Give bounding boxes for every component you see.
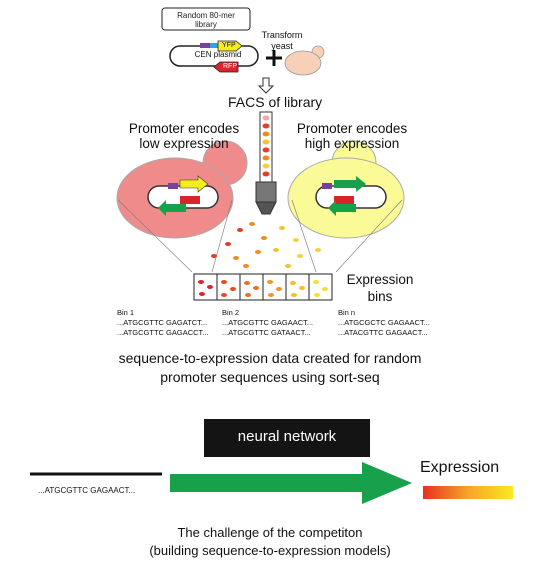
library-label-line2: library <box>195 20 217 29</box>
facs-column <box>255 111 277 215</box>
sort-seq-caption-line1: sequence-to-expression data created for … <box>118 350 422 366</box>
expression-gradient-bar <box>423 486 513 499</box>
sort-seq-caption-line2: promoter sequences using sort-seq <box>160 369 380 385</box>
transform-line1: Transform <box>261 30 303 40</box>
bin-name: Bin n <box>338 308 356 317</box>
expression-bins-line1: Expression <box>346 272 414 287</box>
challenge-line1: The challenge of the competiton <box>177 525 363 540</box>
high-expression-cell <box>287 140 405 239</box>
plus-icon <box>266 50 282 66</box>
rfp-label: RFP <box>223 63 237 70</box>
low-caption-line1: Promoter encodes <box>128 121 240 136</box>
transform-label: Transform yeast <box>252 30 312 52</box>
bin-sequence: ...ATGCGTTC GAGACCT... <box>117 328 209 337</box>
bin-column: Bin n ...ATGCGCTC GAGAACT... ...ATACGTTC… <box>338 308 430 338</box>
expression-output-label: Expression <box>420 459 500 476</box>
library-label-line1: Random 80-mer <box>177 11 235 20</box>
transform-line2: yeast <box>271 41 293 51</box>
sorted-cells-scatter <box>211 222 321 268</box>
facs-label: FACS of library <box>228 94 323 110</box>
plasmid-label: CEN plasmid <box>194 50 242 59</box>
expression-bins-line2: bins <box>367 289 393 304</box>
low-expression-cell <box>116 140 248 239</box>
bin-sequence: ...ATGCGTTC GAGAACT... <box>222 318 314 327</box>
promoter-block-icon <box>200 43 210 48</box>
sort-seq-caption: sequence-to-expression data created for … <box>40 349 500 387</box>
expression-bins-label: Expression bins <box>340 271 420 305</box>
library-label: Random 80-mer library <box>162 11 250 29</box>
low-caption-line2: low expression <box>139 136 229 151</box>
high-caption-line1: Promoter encodes <box>296 121 408 136</box>
low-expression-caption: Promoter encodes low expression <box>104 121 264 151</box>
zoom-lines <box>117 199 403 273</box>
bin-column: Bin 2 ...ATGCGTTC GAGAACT... ...ATGCGTTC… <box>222 308 313 338</box>
high-caption-line2: high expression <box>304 136 400 151</box>
challenge-caption: The challenge of the competiton (buildin… <box>70 524 470 560</box>
bin-sequence: ...ATACGTTC GAGAACT... <box>338 328 428 337</box>
bin-sequence: ...ATGCGTTC GAGATCT... <box>117 318 208 327</box>
bin-name: Bin 1 <box>117 308 135 317</box>
neural-network-box <box>204 419 370 457</box>
library-box <box>161 7 251 31</box>
high-expression-caption: Promoter encodes high expression <box>272 121 432 151</box>
bin-sequence: ...ATGCGTTC GATAACT... <box>222 328 311 337</box>
down-arrow-icon <box>257 77 275 94</box>
bin-sequence: ...ATGCGCTC GAGAACT... <box>338 318 430 327</box>
challenge-line2: (building sequence-to-expression models) <box>149 543 391 558</box>
rfp-gene-icon <box>213 61 239 73</box>
input-sequence-text: ...ATGCGTTC GAGAACT... <box>38 486 136 495</box>
promoter-block-icon <box>210 43 218 48</box>
bin-name: Bin 2 <box>222 308 240 317</box>
neural-network-label: neural network <box>237 428 337 445</box>
yfp-label: YFP <box>222 42 236 49</box>
yfp-gene-icon <box>217 40 243 52</box>
green-arrow-icon <box>170 462 412 504</box>
yeast-cell-icon <box>284 45 325 76</box>
expression-bins <box>193 273 333 301</box>
bin-column: Bin 1 ...ATGCGTTC GAGATCT... ...ATGCGTTC… <box>117 308 209 338</box>
